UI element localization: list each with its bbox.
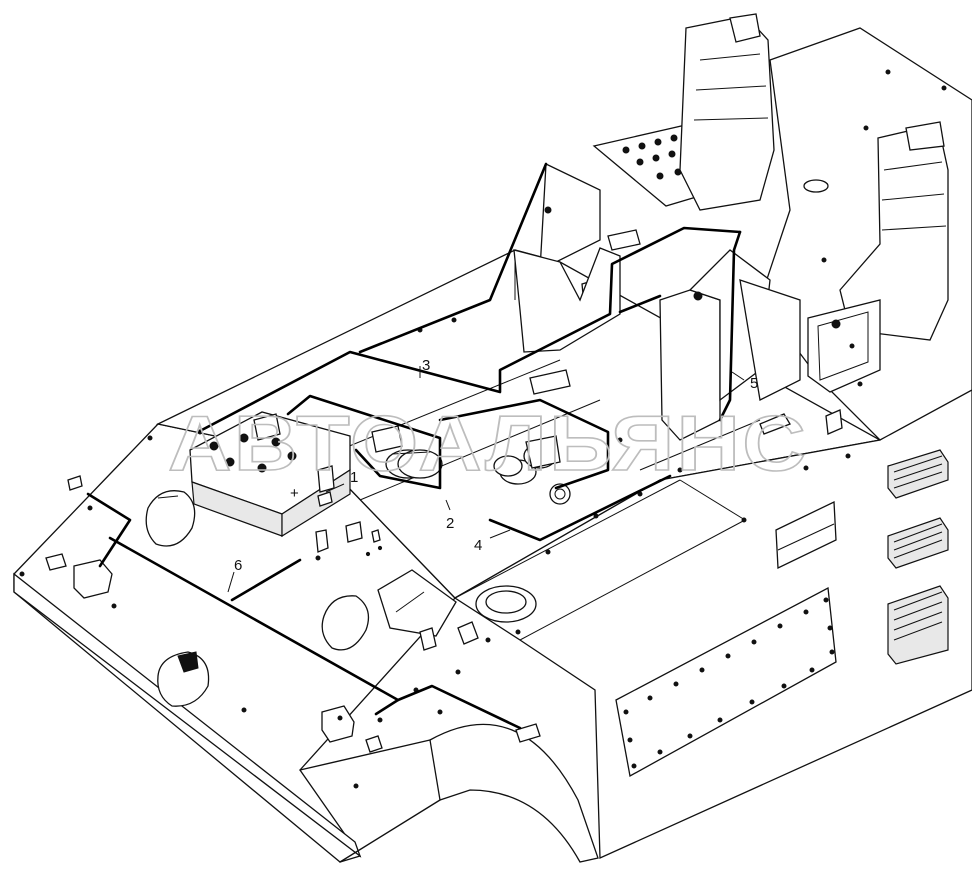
harness-3 bbox=[196, 226, 742, 434]
battery-plus-sign: + bbox=[290, 485, 299, 502]
watermark: АВТОАЛЬЯНС bbox=[168, 399, 808, 487]
marker-light-right bbox=[321, 705, 355, 743]
floor-connectors bbox=[315, 521, 383, 561]
marker-light-top-left bbox=[67, 475, 83, 491]
callout-2: 2 bbox=[446, 515, 454, 532]
side-marker-lamp-left bbox=[73, 559, 113, 599]
callout-5: 5 bbox=[750, 375, 758, 392]
callout-4: 4 bbox=[474, 537, 482, 554]
driver-seat bbox=[679, 15, 775, 211]
front-deck-details bbox=[19, 317, 851, 789]
side-access-panels bbox=[615, 500, 837, 778]
harness-2 bbox=[286, 394, 442, 490]
callout-6: 6 bbox=[234, 557, 242, 574]
left-headlamp bbox=[145, 490, 196, 547]
marker-light-small-right bbox=[365, 735, 383, 753]
battery-box: + bbox=[189, 411, 351, 538]
marker-light-small-left bbox=[45, 553, 67, 571]
harness-4 bbox=[488, 474, 672, 542]
callout-1: 1 bbox=[350, 469, 358, 486]
side-vents bbox=[887, 449, 949, 665]
marker-light-far-right bbox=[515, 723, 541, 743]
wiring-harnesses bbox=[86, 162, 742, 730]
right-headlamp bbox=[321, 595, 370, 651]
front-hatch bbox=[377, 569, 457, 637]
cab-structure bbox=[513, 13, 949, 441]
harness-6 bbox=[86, 492, 132, 568]
callout-leaders bbox=[227, 366, 745, 593]
callout-3: 3 bbox=[422, 357, 430, 374]
harness-5 bbox=[718, 230, 742, 422]
